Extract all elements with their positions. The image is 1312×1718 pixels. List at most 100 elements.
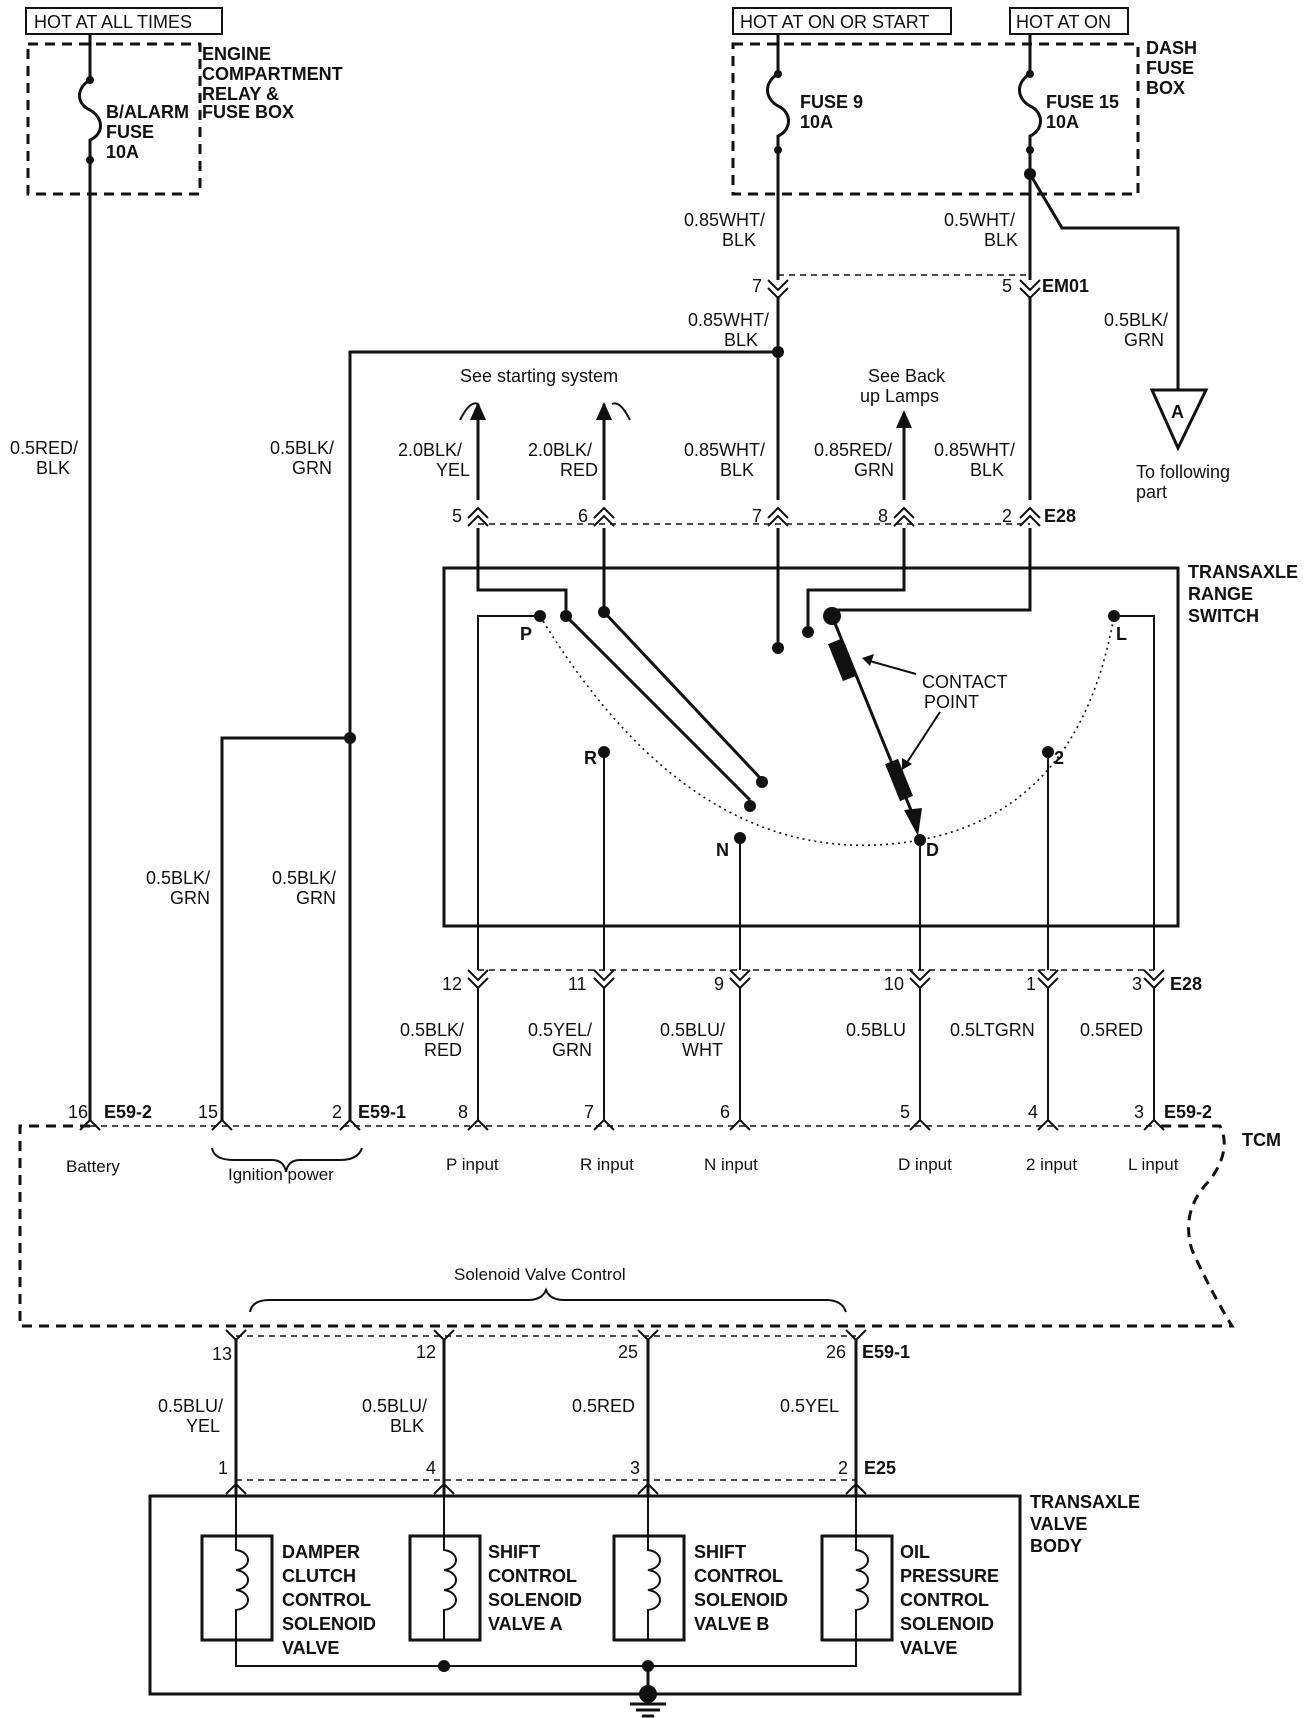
engine-box-label-3: RELAY & xyxy=(202,84,279,104)
contact-point-label-2: POINT xyxy=(924,692,979,712)
transaxle-valve-body: TRANSAXLE VALVE BODY DAMPER CLUTCH CONTR… xyxy=(148,1492,1140,1718)
wire-label: BLK xyxy=(720,460,754,480)
e28-pin-2: 2 xyxy=(1002,506,1012,526)
solenoid-label: CONTROL xyxy=(282,1590,371,1610)
solenoid-label: SOLENOID xyxy=(488,1590,582,1610)
wire-label: BLK xyxy=(970,460,1004,480)
e28-pin-1: 1 xyxy=(1026,974,1036,994)
solenoid-label: SOLENOID xyxy=(282,1614,376,1634)
wire-label: 0.5RED/ xyxy=(10,438,78,458)
wire-label: 0.5BLU xyxy=(846,1020,906,1040)
solenoid-label: VALVE B xyxy=(694,1614,769,1634)
wire-label: BLK xyxy=(390,1416,424,1436)
r-input-label: R input xyxy=(580,1155,634,1174)
wire-label: BLK xyxy=(722,230,756,250)
e28-pin-6: 6 xyxy=(578,506,588,526)
see-starting-system-note: See starting system xyxy=(460,366,618,386)
wire-label: 0.5BLU/ xyxy=(660,1020,725,1040)
tcm-pin-25: 25 xyxy=(618,1342,638,1362)
b-alarm-fuse-label-3: 10A xyxy=(106,142,139,162)
see-back-up-lamps-2: up Lamps xyxy=(860,386,939,406)
b-alarm-fuse-label-2: FUSE xyxy=(106,122,154,142)
wire-label: 0.5WHT/ xyxy=(944,210,1015,230)
position-n: N xyxy=(716,840,729,860)
wire-label: RED xyxy=(424,1040,462,1060)
e59-2-left-connector: E59-2 xyxy=(104,1102,152,1122)
tcm-pin-2: 2 xyxy=(332,1102,342,1122)
reference-a-triangle: A To following part xyxy=(1136,388,1230,502)
solenoid-label: VALVE A xyxy=(488,1614,563,1634)
tcm-pin-5: 5 xyxy=(900,1102,910,1122)
transaxle-range-switch: TRANSAXLE RANGE SWITCH CONTACT POINT xyxy=(442,562,1298,970)
fuse-9-label-2: 10A xyxy=(800,112,833,132)
wire-label: 0.5RED xyxy=(1080,1020,1143,1040)
solenoid-label: DAMPER xyxy=(282,1542,360,1562)
e59-1-bottom-connector: E59-1 xyxy=(862,1342,910,1362)
dash-fuse-box: DASH FUSE BOX FUSE 9 10A FUSE 15 10A xyxy=(731,34,1197,196)
coil-icon xyxy=(443,1496,457,1640)
wire-label: GRN xyxy=(296,888,336,908)
position-p: P xyxy=(520,624,532,644)
wire-label: 0.5BLU/ xyxy=(362,1396,427,1416)
wire-label: GRN xyxy=(854,460,894,480)
e28-pin-7: 7 xyxy=(752,506,762,526)
wire-label: 0.85WHT/ xyxy=(688,310,769,330)
em01-pin-7: 7 xyxy=(752,276,762,296)
wire-label: 0.5BLK/ xyxy=(1104,310,1168,330)
valve-body-title-3: BODY xyxy=(1030,1536,1082,1556)
p-input-label: P input xyxy=(446,1155,499,1174)
d-input-label: D input xyxy=(898,1155,952,1174)
ignition-power-label: Ignition power xyxy=(228,1165,334,1184)
wire-label: 0.85WHT/ xyxy=(684,440,765,460)
solenoid-label: SOLENOID xyxy=(900,1614,994,1634)
solenoid-label: SOLENOID xyxy=(694,1590,788,1610)
e28-pin-3: 3 xyxy=(1132,974,1142,994)
em01-pin-7-icon xyxy=(767,279,789,300)
em01-pin-5: 5 xyxy=(1002,276,1012,296)
solenoid-label: PRESSURE xyxy=(900,1566,999,1586)
hot-at-all-times-label: HOT AT ALL TIMES xyxy=(34,12,192,32)
wire-label: YEL xyxy=(186,1416,220,1436)
e28-pin-9: 9 xyxy=(714,974,724,994)
e25-pin-3: 3 xyxy=(630,1458,640,1478)
b-alarm-fuse-icon xyxy=(78,34,102,160)
wire-label: GRN xyxy=(552,1040,592,1060)
e28-top-connector: E28 xyxy=(1044,506,1076,526)
wire-label: BLK xyxy=(984,230,1018,250)
fuse-15-icon xyxy=(1018,34,1042,150)
tcm-pin-8: 8 xyxy=(458,1102,468,1122)
tcm-module: TCM 16 E59-2 15 2 E59-1 8 7 6 5 4 3 E59-… xyxy=(18,1102,1281,1364)
wire-label: BLK xyxy=(724,330,758,350)
tcm-label: TCM xyxy=(1242,1130,1281,1150)
wire-label: 0.85WHT/ xyxy=(684,210,765,230)
wire-label: 0.5YEL xyxy=(780,1396,839,1416)
wire-label: 0.5BLK/ xyxy=(270,438,334,458)
e28-pin-12: 12 xyxy=(442,974,462,994)
tcm-pin-16: 16 xyxy=(68,1102,88,1122)
wire-label: 0.5BLU/ xyxy=(158,1396,223,1416)
fuse-9-label-1: FUSE 9 xyxy=(800,92,863,112)
e28-pin-8: 8 xyxy=(878,506,888,526)
solenoid-label: CLUTCH xyxy=(282,1566,356,1586)
e59-2-right-connector: E59-2 xyxy=(1164,1102,1212,1122)
engine-box-label-1: ENGINE xyxy=(202,44,271,64)
tcm-pin-15: 15 xyxy=(198,1102,218,1122)
hot-at-on-box: HOT AT ON xyxy=(1009,7,1129,35)
to-following-part-1: To following xyxy=(1136,462,1230,482)
b-alarm-fuse-label-1: B/ALARM xyxy=(106,102,189,122)
engine-box-label-4: FUSE BOX xyxy=(202,102,294,122)
wire-label: 0.5BLK/ xyxy=(272,868,336,888)
ground-icon xyxy=(630,1702,666,1718)
em01-connector: EM01 xyxy=(1042,276,1089,296)
tcm-pin-13: 13 xyxy=(212,1344,232,1364)
contact-point-label-1: CONTACT xyxy=(922,672,1008,692)
contact-point-icon xyxy=(885,758,913,802)
coil-icon xyxy=(647,1496,661,1640)
two-input-label: 2 input xyxy=(1026,1155,1077,1174)
range-switch-title-2: RANGE xyxy=(1188,584,1253,604)
oil-pressure-control-solenoid: OIL PRESSURE CONTROL SOLENOID VALVE xyxy=(820,1496,999,1658)
e25-pin-4: 4 xyxy=(426,1458,436,1478)
wire-label: 0.5BLK/ xyxy=(400,1020,464,1040)
